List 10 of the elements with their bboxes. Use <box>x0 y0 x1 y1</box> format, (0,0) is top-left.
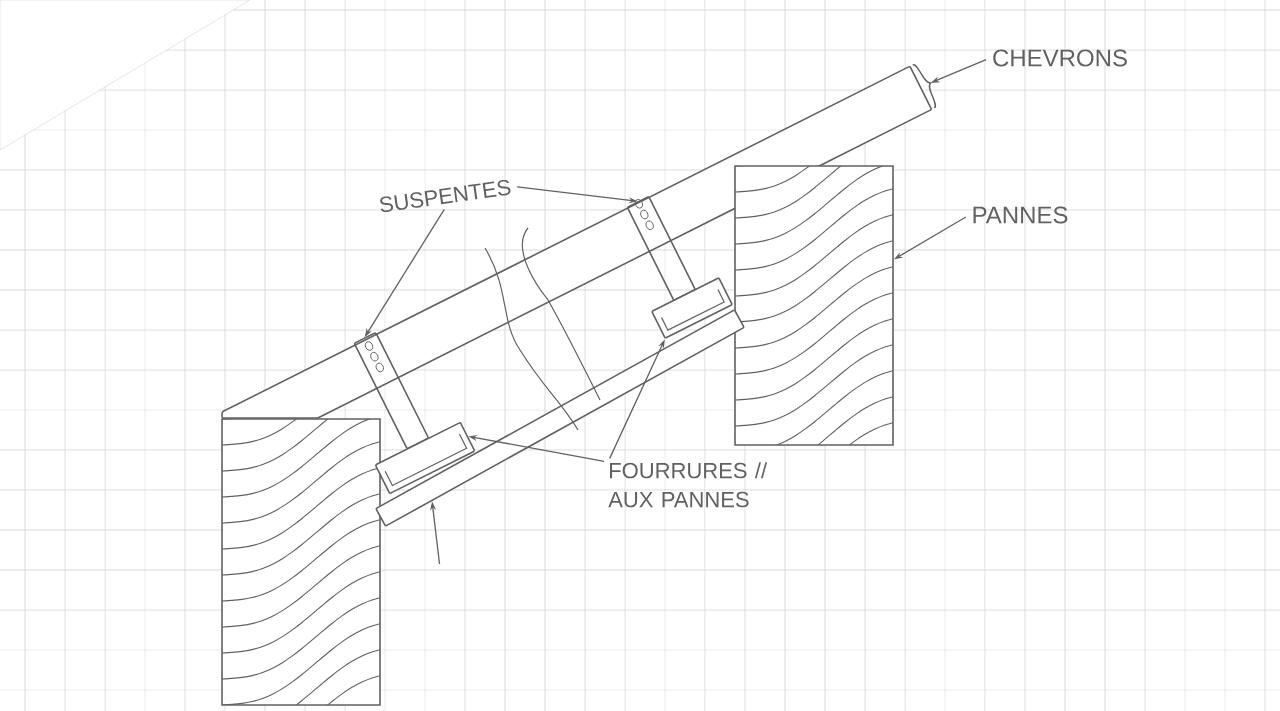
purlin-beam <box>734 165 894 446</box>
hanger-strap <box>627 196 696 301</box>
hanger-strap <box>353 332 429 450</box>
part-label: PANNES <box>973 206 1068 224</box>
part-label: SUSPENTES <box>380 179 511 213</box>
part-label: FOURRURES // AUX PANNES <box>608 462 768 508</box>
furring-channel <box>651 277 733 339</box>
part-label: CHEVRONS <box>993 49 1127 67</box>
purlin-beam <box>221 418 381 706</box>
furring-channel <box>375 422 475 494</box>
